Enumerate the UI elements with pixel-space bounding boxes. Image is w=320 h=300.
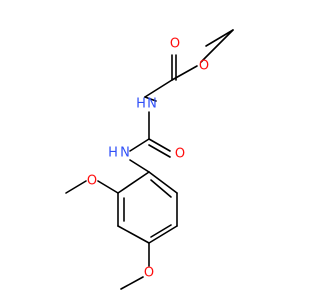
bond-urea-c-o-b bbox=[148, 144, 171, 158]
atom-nh-upper-h: H bbox=[136, 97, 146, 112]
bond-ch2-n-upper bbox=[144, 96, 157, 102]
bond-ring-6-1 bbox=[148, 171, 178, 194]
atom-nh-lower-n: N bbox=[120, 146, 130, 161]
bond-ring-4-5 bbox=[148, 225, 178, 244]
bonds bbox=[65, 29, 234, 290]
bond-carbonyl-c-ch2 bbox=[144, 79, 173, 98]
bond-o-para-ch3 bbox=[120, 276, 144, 290]
atom-ester-o: O bbox=[199, 59, 209, 74]
bond-ethyl-ch3-ch2 bbox=[205, 29, 234, 47]
atom-nh-lower-h: H bbox=[108, 146, 118, 161]
bond-urea-c-n-lower bbox=[129, 138, 150, 152]
bond-o-ortho-ch3 bbox=[65, 180, 87, 194]
molecule-diagram: O O N H H N O O O bbox=[65, 29, 234, 290]
bond-ring-3-4 bbox=[117, 225, 150, 244]
bond-ring-1-2 bbox=[117, 171, 150, 194]
atom-ome-o-ortho: O bbox=[87, 174, 97, 189]
atom-labels: O O N H H N O O O bbox=[87, 37, 209, 281]
bond-ring-inner-b bbox=[150, 224, 172, 238]
molecule-structure: O O N H H N O O O bbox=[65, 29, 234, 290]
atom-ome-o-para: O bbox=[144, 266, 154, 281]
atom-carbonyl-o-ester: O bbox=[170, 37, 180, 52]
bond-n-lower-aryl bbox=[129, 159, 150, 173]
bond-ring-o-ortho bbox=[97, 180, 119, 194]
bond-urea-c-o-a bbox=[148, 138, 171, 152]
bond-ring-inner-c bbox=[150, 179, 172, 198]
atom-nh-upper-n: N bbox=[147, 97, 157, 112]
bond-ethyl-ch2-o bbox=[200, 29, 234, 63]
atom-urea-o: O bbox=[175, 147, 185, 162]
